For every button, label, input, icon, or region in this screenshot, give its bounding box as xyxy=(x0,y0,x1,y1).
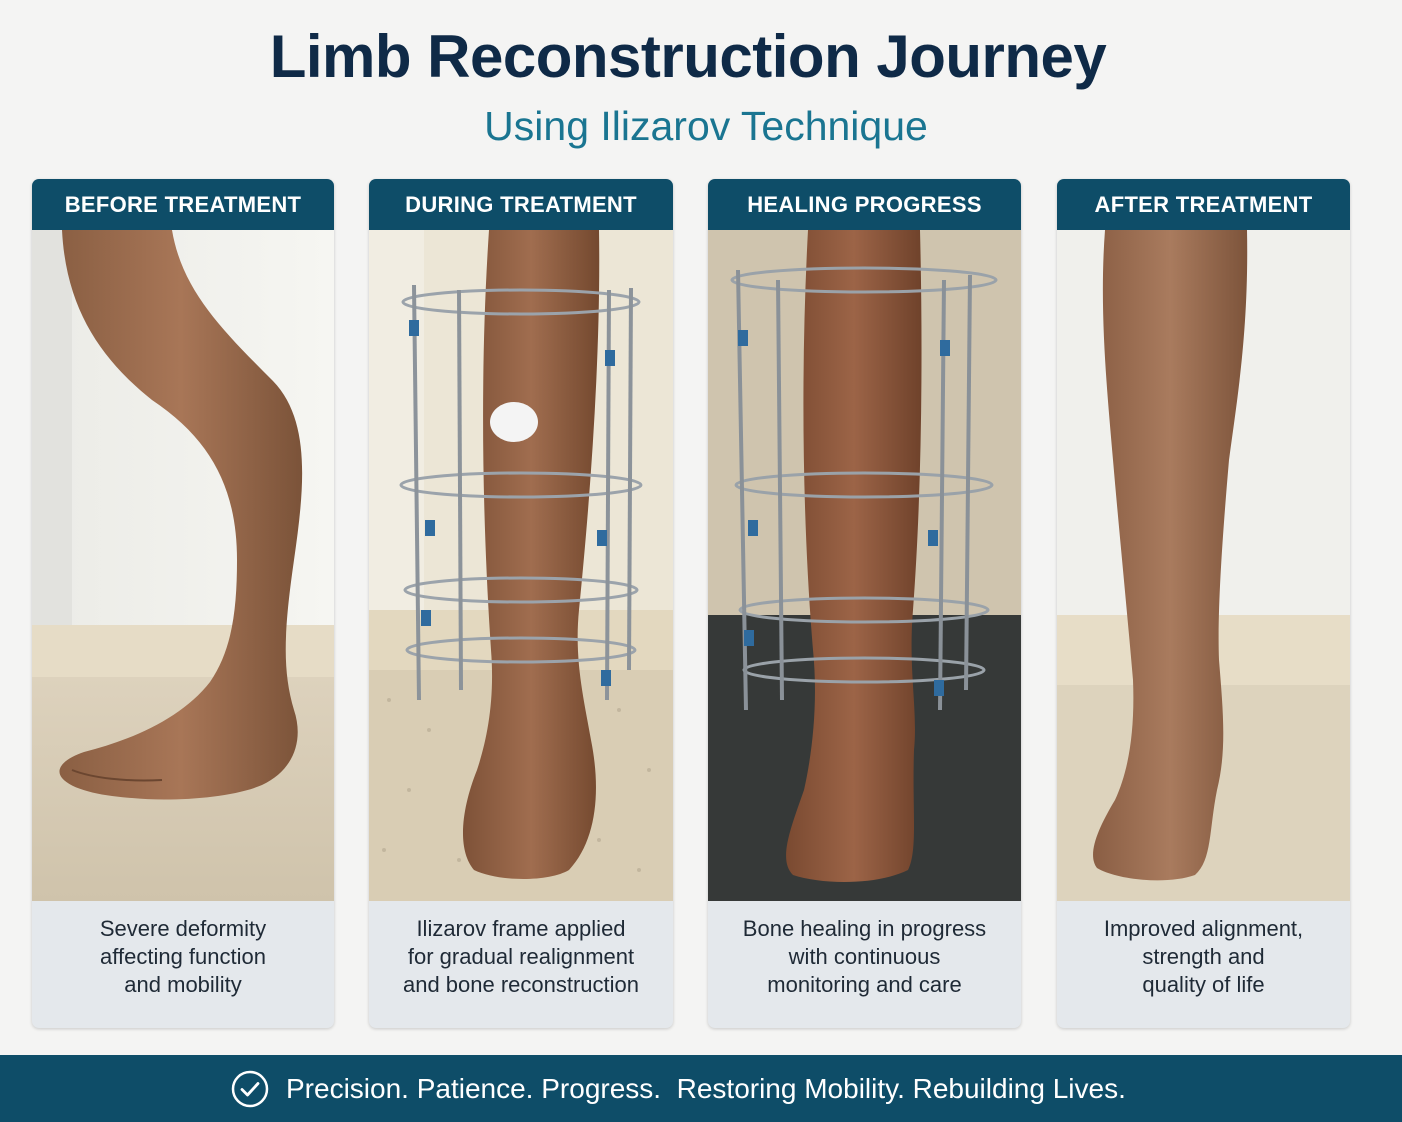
leg-straight-photo xyxy=(1057,230,1350,901)
footer-content: Precision. Patience. Progress. Restoring… xyxy=(231,1070,1126,1108)
leg-with-ilizarov-frame-photo xyxy=(369,230,673,901)
leg-deformed-photo xyxy=(32,230,334,901)
stage-caption: Ilizarov frame applied for gradual reali… xyxy=(402,916,640,997)
check-circle-icon xyxy=(231,1070,269,1108)
footer-banner: Precision. Patience. Progress. Restoring… xyxy=(0,1055,1402,1122)
stage-caption: Bone healing in progress with continuous… xyxy=(742,916,987,997)
footer-tagline: Precision. Patience. Progress. Restoring… xyxy=(286,1073,1126,1104)
stage-card-before: BEFORE TREATMENT Severe deformity xyxy=(32,179,334,1028)
leg-healing-frame-photo xyxy=(708,230,1021,901)
page-title: Limb Reconstruction Journey xyxy=(269,23,1107,90)
stage-label: HEALING PROGRESS xyxy=(708,179,1021,230)
stage-label: BEFORE TREATMENT xyxy=(32,179,334,230)
stage-card-after: AFTER TREATMENT Improved alignment, stre… xyxy=(1057,179,1350,1028)
stage-label: DURING TREATMENT xyxy=(369,179,673,230)
page-subtitle: Using Ilizarov Technique xyxy=(484,103,928,149)
stage-card-during: DURING TREATMENT xyxy=(369,179,673,1028)
stage-card-healing: HEALING PROGRESS xyxy=(708,179,1021,1028)
stage-caption: Severe deformity affecting function and … xyxy=(99,916,267,997)
stage-label: AFTER TREATMENT xyxy=(1057,179,1350,230)
stage-caption: Improved alignment, strength and quality… xyxy=(1103,916,1304,997)
